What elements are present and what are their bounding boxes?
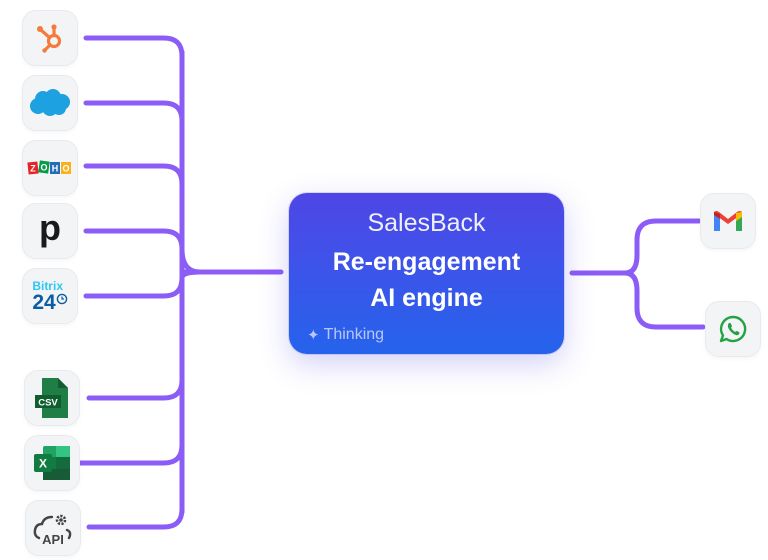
svg-text:H: H	[52, 164, 59, 174]
svg-text:Z: Z	[30, 164, 36, 174]
hubspot-icon	[37, 24, 62, 53]
svg-text:CSV: CSV	[38, 398, 58, 409]
svg-text:O: O	[62, 164, 69, 174]
pipedrive-icon: p	[39, 207, 61, 248]
source-tile-salesforce[interactable]	[22, 75, 78, 131]
connector-whatsapp	[622, 270, 706, 330]
svg-text:O: O	[40, 163, 47, 173]
connector-excel	[76, 442, 185, 466]
connector-csv	[86, 377, 185, 401]
sparkle-icon: ✦	[307, 327, 320, 344]
gmail-icon	[714, 211, 742, 231]
source-tile-csv[interactable]: CSV	[24, 370, 80, 426]
source-tile-hubspot[interactable]	[22, 10, 78, 66]
bitrix24-icon: Bitrix 24	[32, 280, 67, 313]
source-tile-bitrix24[interactable]: Bitrix 24	[22, 268, 78, 324]
connector-gmail	[622, 218, 702, 276]
connector-salesforce	[83, 100, 185, 124]
zoho-icon: Z O H O	[27, 160, 71, 175]
source-tile-api[interactable]: API	[25, 500, 81, 556]
connector-hubspot	[83, 35, 185, 59]
clock-icon	[56, 293, 67, 305]
ai-engine-hub: SalesBack Re-engagement AI engine ✦ Thin…	[289, 193, 564, 354]
salesforce-icon	[30, 89, 70, 116]
hub-brand: SalesBack	[367, 209, 486, 237]
channel-tile-gmail[interactable]	[700, 193, 756, 249]
svg-text:X: X	[39, 457, 47, 471]
source-tile-excel[interactable]: X	[24, 435, 80, 491]
connector-zoho	[83, 163, 185, 187]
svg-text:API: API	[42, 532, 64, 547]
api-cloud-icon: API	[33, 514, 72, 547]
hub-title-line1: Re-engagement	[332, 248, 521, 276]
whatsapp-icon	[719, 315, 747, 343]
source-tile-pipedrive[interactable]: p	[22, 203, 78, 259]
csv-file-icon: CSV	[35, 378, 68, 418]
excel-icon: X	[34, 446, 70, 480]
hub-status: ✦ Thinking	[307, 326, 384, 344]
channel-tile-whatsapp[interactable]	[705, 301, 761, 357]
hub-status-text: Thinking	[323, 326, 385, 343]
connector-api	[86, 506, 185, 530]
hub-title-line2: AI engine	[370, 284, 483, 312]
source-tile-zoho[interactable]: Z O H O	[22, 140, 78, 196]
